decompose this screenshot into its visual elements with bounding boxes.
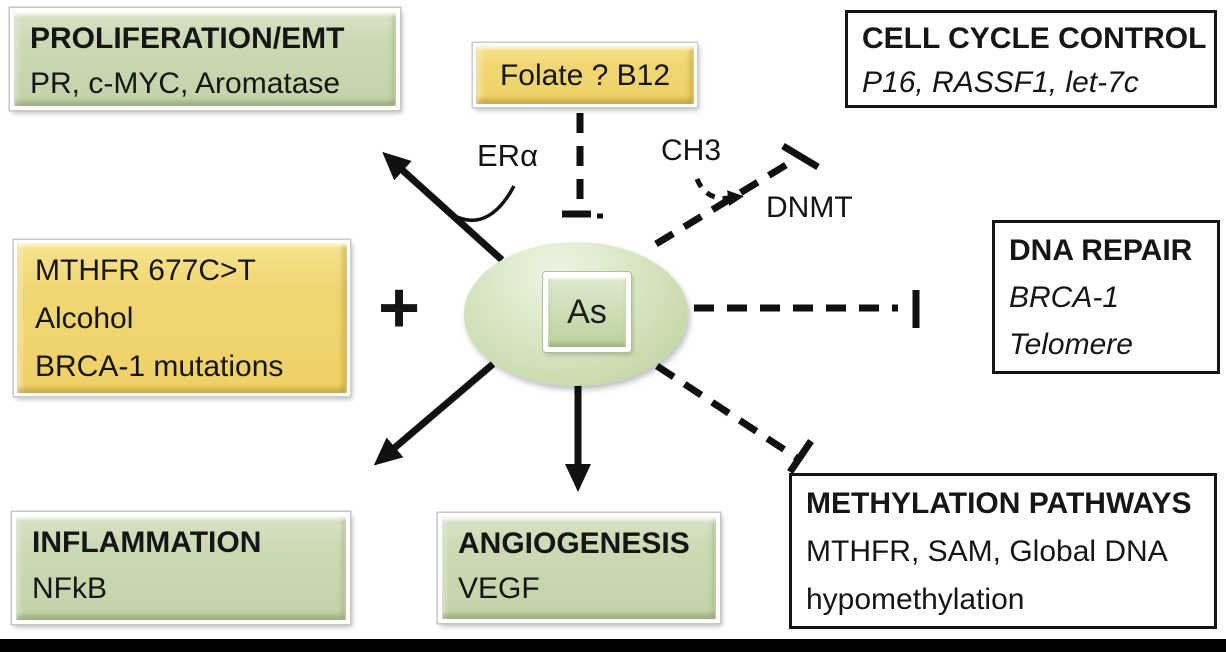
cell-cycle-genes: P16, RASSF1, let-7c (862, 66, 1139, 99)
er-alpha-label: ERα (477, 138, 538, 173)
methylation-line: MTHFR, SAM, Global DNA (806, 535, 1168, 568)
cell-cycle-title: CELL CYCLE CONTROL (862, 22, 1207, 55)
ch3-transfer-arrow (694, 177, 744, 207)
dna-repair-title: DNA REPAIR (1009, 234, 1193, 267)
angiogenesis-genes: VEGF (458, 572, 540, 605)
folate-box: Folate ? B12 (473, 43, 697, 107)
angiogenesis-title: ANGIOGENESIS (458, 527, 690, 560)
inflammation-box: INFLAMMATION NFkB (12, 512, 350, 624)
inflammation-genes: NFkB (32, 572, 107, 605)
risk-factor-line: Alcohol (35, 302, 134, 335)
activation-arrow-inflammation (373, 361, 496, 466)
risk-factors-box: MTHFR 677C>T Alcohol BRCA-1 mutations (14, 240, 350, 396)
folate-label: Folate ? B12 (499, 59, 671, 92)
proliferation-title: PROLIFERATION/EMT (30, 22, 345, 55)
dna-repair-box: DNA REPAIR BRCA-1 Telomere (992, 220, 1220, 374)
methylation-pathways-box: METHYLATION PATHWAYS MTHFR, SAM, Global … (789, 473, 1217, 629)
risk-factor-line: MTHFR 677C>T (35, 254, 256, 287)
plus-sign: + (377, 268, 421, 348)
inhibition-line-cell-cycle (654, 142, 820, 247)
cell-cycle-control-box: CELL CYCLE CONTROL P16, RASSF1, let-7c (845, 10, 1217, 108)
proliferation-genes: PR, c-MYC, Aromatase (30, 67, 341, 100)
arsenic-symbol-chip: As (543, 272, 631, 352)
proliferation-box: PROLIFERATION/EMT PR, c-MYC, Aromatase (10, 8, 400, 110)
ch3-label: CH3 (661, 134, 722, 167)
angiogenesis-box: ANGIOGENESIS VEGF (438, 513, 720, 623)
methylation-title: METHYLATION PATHWAYS (806, 487, 1192, 520)
dna-repair-line: BRCA-1 (1009, 281, 1120, 314)
arsenic-symbol: As (567, 292, 607, 331)
risk-factor-line: BRCA-1 mutations (35, 350, 284, 383)
dna-repair-line: Telomere (1009, 328, 1133, 361)
bottom-black-bar (0, 639, 1226, 652)
inflammation-title: INFLAMMATION (32, 526, 262, 559)
inhibition-line-folate (562, 113, 603, 219)
inhibition-line-methylation (655, 363, 814, 474)
methylation-line: hypomethylation (806, 583, 1025, 616)
dnmt-label: DNMT (766, 191, 853, 224)
er-alpha-arc (445, 185, 516, 222)
inhibition-line-dna-repair (694, 290, 920, 328)
